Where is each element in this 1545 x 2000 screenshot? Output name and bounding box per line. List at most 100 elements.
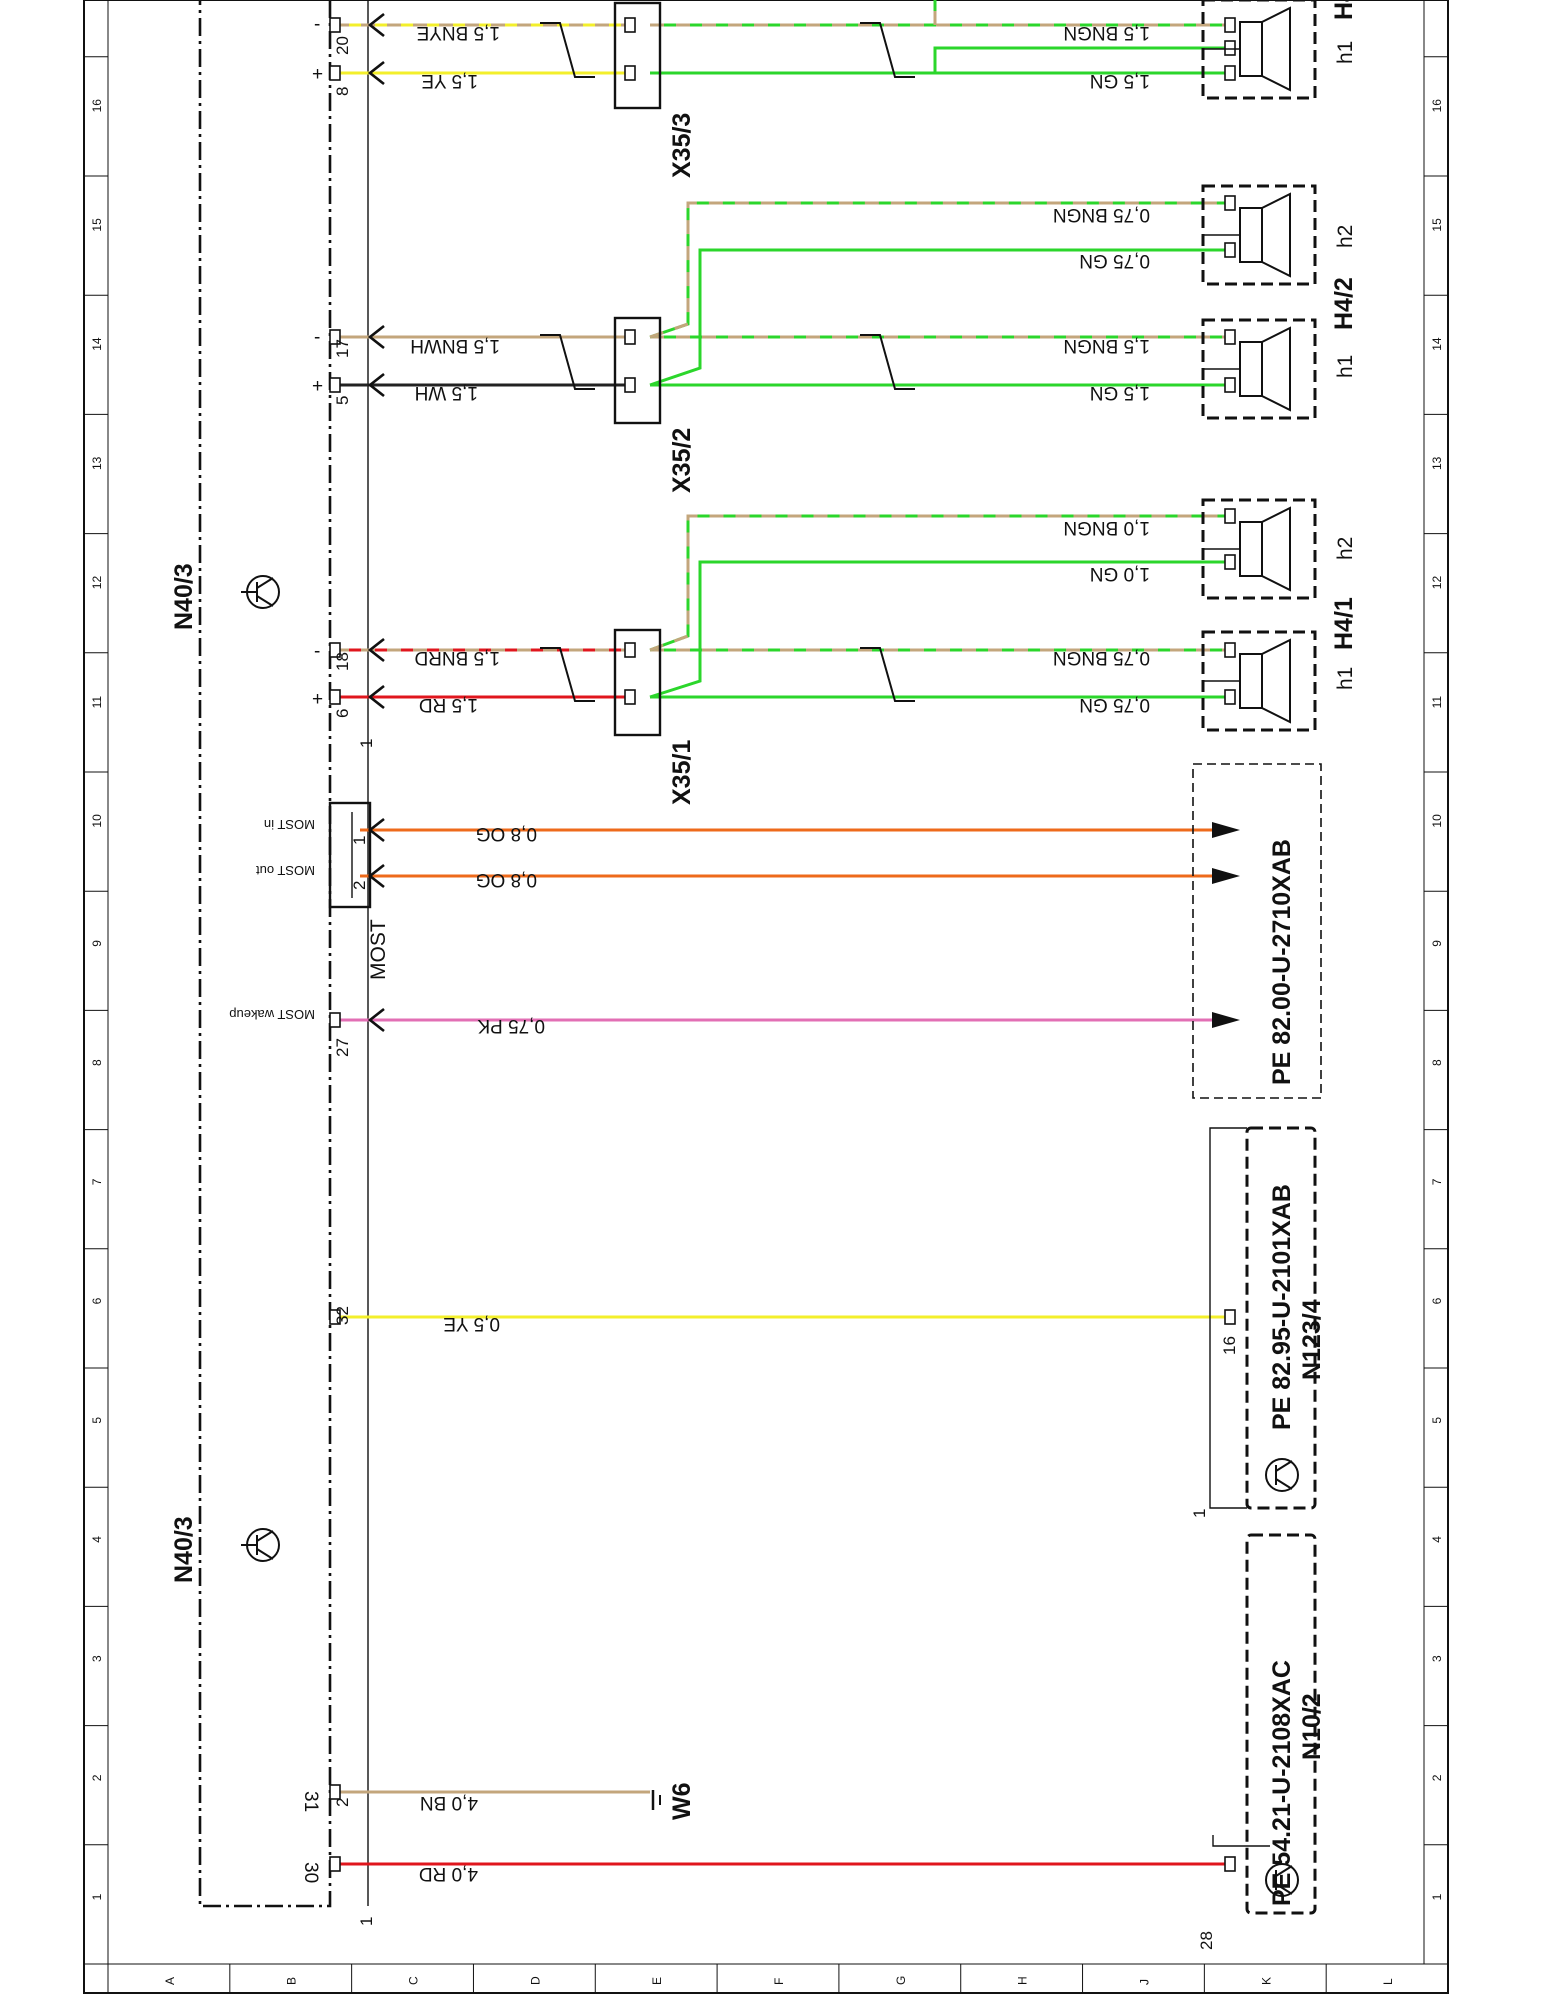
grid-row-label: F <box>772 1978 786 1985</box>
connector-label-x35-1: X35/1 <box>668 740 696 805</box>
grid-column-label: 16 <box>90 99 104 113</box>
grid-column-label: 8 <box>1430 1059 1444 1066</box>
grid-column-label: 13 <box>1430 456 1444 470</box>
speaker-icon <box>1201 630 1317 732</box>
grid-column-label: 8 <box>90 1059 104 1066</box>
most-bus-reference: PE 82.00-U-2710XAB <box>1268 839 1296 1085</box>
pin-31: 31 <box>300 1791 321 1812</box>
wire-label: 0,8 OG <box>476 823 537 844</box>
pin-terminal <box>624 65 636 81</box>
grid-column-label: 4 <box>1430 1536 1444 1543</box>
n10-2-pin-28: 28 <box>1197 1931 1216 1950</box>
pin-terminal <box>1224 508 1236 524</box>
module-label-n40-3-upper: N40/3 <box>170 563 198 630</box>
wire-label: 0,75 BNGN <box>1053 647 1150 668</box>
pin-32: 32 <box>333 1306 352 1325</box>
grid-column-label: 6 <box>1430 1297 1444 1304</box>
signal-most-in: MOST in <box>264 817 315 832</box>
wire-label: 0,75 BNGN <box>1053 204 1150 225</box>
pin-terminal <box>329 329 341 345</box>
plus-sign: + <box>312 689 323 710</box>
wire-label: 1,5 GN <box>1090 70 1150 91</box>
arrow-head <box>1212 868 1240 884</box>
minus-sign: - <box>314 327 320 348</box>
connector-arrow <box>367 637 385 663</box>
speaker-sub-h1: h1 <box>1334 667 1357 690</box>
pin-30: 30 <box>300 1862 321 1883</box>
most-bus-label: MOST <box>367 919 390 980</box>
wire <box>649 514 1225 652</box>
speaker-cone <box>1261 638 1291 724</box>
pin-terminal <box>329 1309 341 1325</box>
pin-terminal <box>1224 242 1236 258</box>
grid-column-label: 1 <box>90 1893 104 1900</box>
n123-4-pin-1: 1 <box>1190 1509 1209 1518</box>
wire-label: 1,5 BNGN <box>1063 22 1150 43</box>
pin-terminal <box>329 1784 341 1800</box>
pin-27: 27 <box>333 1038 352 1057</box>
pin-terminal <box>1224 554 1236 570</box>
connector-arrow <box>367 12 385 38</box>
speaker-sub-h2: h2 <box>1334 225 1357 248</box>
pin-20: 20 <box>333 36 352 55</box>
signal-most-out: MOST out <box>256 863 315 878</box>
wire-label: 0,75 GN <box>1079 694 1150 715</box>
wire-label: 0,75 GN <box>1079 250 1150 271</box>
wire-label: 1,5 WH <box>415 382 478 403</box>
pin-terminal <box>329 17 341 33</box>
grid-column-label: 4 <box>90 1536 104 1543</box>
connector-arrow <box>367 684 385 710</box>
most-pin-1: 1 <box>350 836 369 845</box>
transistor-icon <box>1265 1863 1299 1897</box>
wire-label: 1,5 BNWH <box>410 335 500 356</box>
plus-sign: + <box>312 376 323 397</box>
shield-symbol <box>860 22 915 78</box>
pin-terminal <box>1224 1309 1236 1325</box>
pin-terminal <box>1224 40 1236 56</box>
wire-label: 0,8 OG <box>476 869 537 890</box>
pin-terminal <box>329 642 341 658</box>
grid-column-label: 11 <box>90 696 104 709</box>
pin-terminal <box>329 689 341 705</box>
transistor-icon <box>1265 1458 1299 1492</box>
grid-column-label: 9 <box>90 940 104 947</box>
grid-column-label: 13 <box>90 456 104 470</box>
grid-row-label: C <box>407 1976 421 1985</box>
wire-labels: 4,0 RD 4,0 BN 0,5 YE 0,75 PK 0,8 OG 0,8 … <box>410 22 1150 1884</box>
wire <box>649 201 1225 339</box>
grid-row-label: G <box>894 1976 908 1985</box>
wire-label: 1,5 YE <box>421 70 478 91</box>
pin-6: 6 <box>333 709 352 718</box>
wire-label: 1,5 BNRD <box>414 647 500 668</box>
shield-symbol <box>540 647 595 702</box>
grid-column-label: 3 <box>1430 1655 1444 1662</box>
grid-column-label: 15 <box>90 218 104 232</box>
pin-terminal <box>329 377 341 393</box>
grid-column-label: 12 <box>1430 576 1444 590</box>
grid-row-label: B <box>285 1977 299 1985</box>
grid-row-label: H <box>1016 1976 1030 1985</box>
pin-terminal <box>624 329 636 345</box>
speaker-magnet <box>1239 341 1263 397</box>
grid-column-label: 16 <box>1430 99 1444 113</box>
n10-2-module: 28 PE 54.21-U-2108XAC N10/2 <box>1197 1533 1326 1950</box>
pin-17: 17 <box>333 339 352 358</box>
wire <box>649 248 1225 387</box>
wire-layer <box>329 0 1240 1872</box>
pin-terminal <box>624 17 636 33</box>
pin-1-rd: 1 <box>357 739 376 748</box>
wire-label: 0,5 YE <box>443 1313 500 1334</box>
grid-column-label: 10 <box>90 814 104 828</box>
pin-terminal <box>1224 65 1236 81</box>
grid-column-label: 12 <box>90 576 104 590</box>
speaker-layer <box>1201 0 1317 732</box>
x35-connectors: X35/1 X35/2 X35/3 <box>613 1 696 805</box>
page-frame <box>83 0 1449 1994</box>
speaker-icon <box>1201 498 1317 600</box>
ground-icon: W6 <box>651 1783 696 1820</box>
grid-column-label: 2 <box>1430 1774 1444 1781</box>
speaker-sub-h1: h1 <box>1334 41 1357 64</box>
pin-terminal <box>329 65 341 81</box>
